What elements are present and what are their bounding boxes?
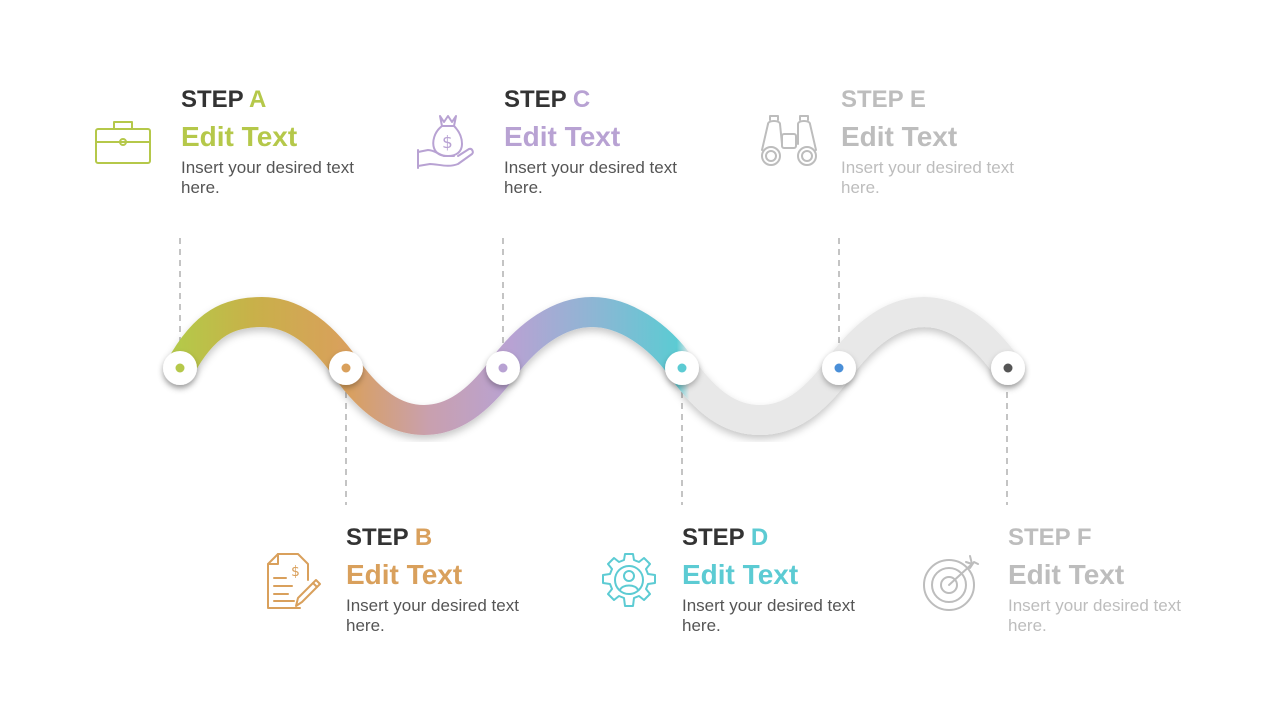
step-f-label: STEP F — [1008, 524, 1092, 551]
step-e-label: STEP E — [841, 86, 926, 113]
step-f-title: Edit Text — [1008, 559, 1125, 590]
step-c-letter: C — [572, 86, 591, 113]
step-a-node — [163, 351, 197, 385]
money-bag-hand-icon: $ — [414, 110, 476, 172]
step-c-label: STEP C — [504, 86, 591, 113]
step-c-node — [486, 351, 520, 385]
binoculars-icon — [758, 110, 820, 172]
step-b-label: STEP B — [346, 524, 433, 551]
step-f: STEP F Edit Text Insert your desired tex… — [1008, 524, 1208, 636]
step-a-title: Edit Text — [181, 121, 298, 152]
step-b-node — [329, 351, 363, 385]
step-e: STEP E Edit Text Insert your desired tex… — [841, 86, 1041, 198]
step-f-node — [991, 351, 1025, 385]
svg-text:$: $ — [291, 564, 300, 580]
step-a: STEP A Edit Text Insert your desired tex… — [181, 86, 381, 198]
gear-user-icon — [598, 550, 660, 612]
step-b-description: Insert your desired text here. — [346, 596, 519, 635]
step-b: STEP B Edit Text Insert your desired tex… — [346, 524, 546, 636]
step-f-description: Insert your desired text here. — [1008, 596, 1181, 635]
step-d-letter: D — [750, 524, 769, 551]
step-d-node — [665, 351, 699, 385]
step-e-letter: E — [909, 86, 926, 113]
svg-text:$: $ — [442, 133, 453, 153]
step-a-letter: A — [249, 86, 267, 113]
step-c-description: Insert your desired text here. — [504, 158, 677, 197]
step-d-description: Insert your desired text here. — [682, 596, 855, 635]
step-c: STEP C Edit Text Insert your desired tex… — [504, 86, 704, 198]
step-c-title: Edit Text — [504, 121, 621, 152]
step-e-node — [822, 351, 856, 385]
step-b-title: Edit Text — [346, 559, 463, 590]
step-e-title: Edit Text — [841, 121, 958, 152]
step-a-description: Insert your desired text here. — [181, 158, 354, 197]
step-d: STEP D Edit Text Insert your desired tex… — [682, 524, 882, 636]
invoice-pencil-icon: $ — [262, 550, 324, 612]
step-a-label: STEP A — [181, 86, 267, 113]
step-b-letter: B — [414, 524, 433, 551]
step-f-letter: F — [1076, 524, 1092, 551]
step-d-label: STEP D — [682, 524, 769, 551]
briefcase-icon — [92, 112, 154, 174]
step-e-description: Insert your desired text here. — [841, 158, 1014, 197]
wave-band — [165, 297, 1023, 435]
target-arrow-icon — [920, 552, 982, 614]
step-d-title: Edit Text — [682, 559, 799, 590]
